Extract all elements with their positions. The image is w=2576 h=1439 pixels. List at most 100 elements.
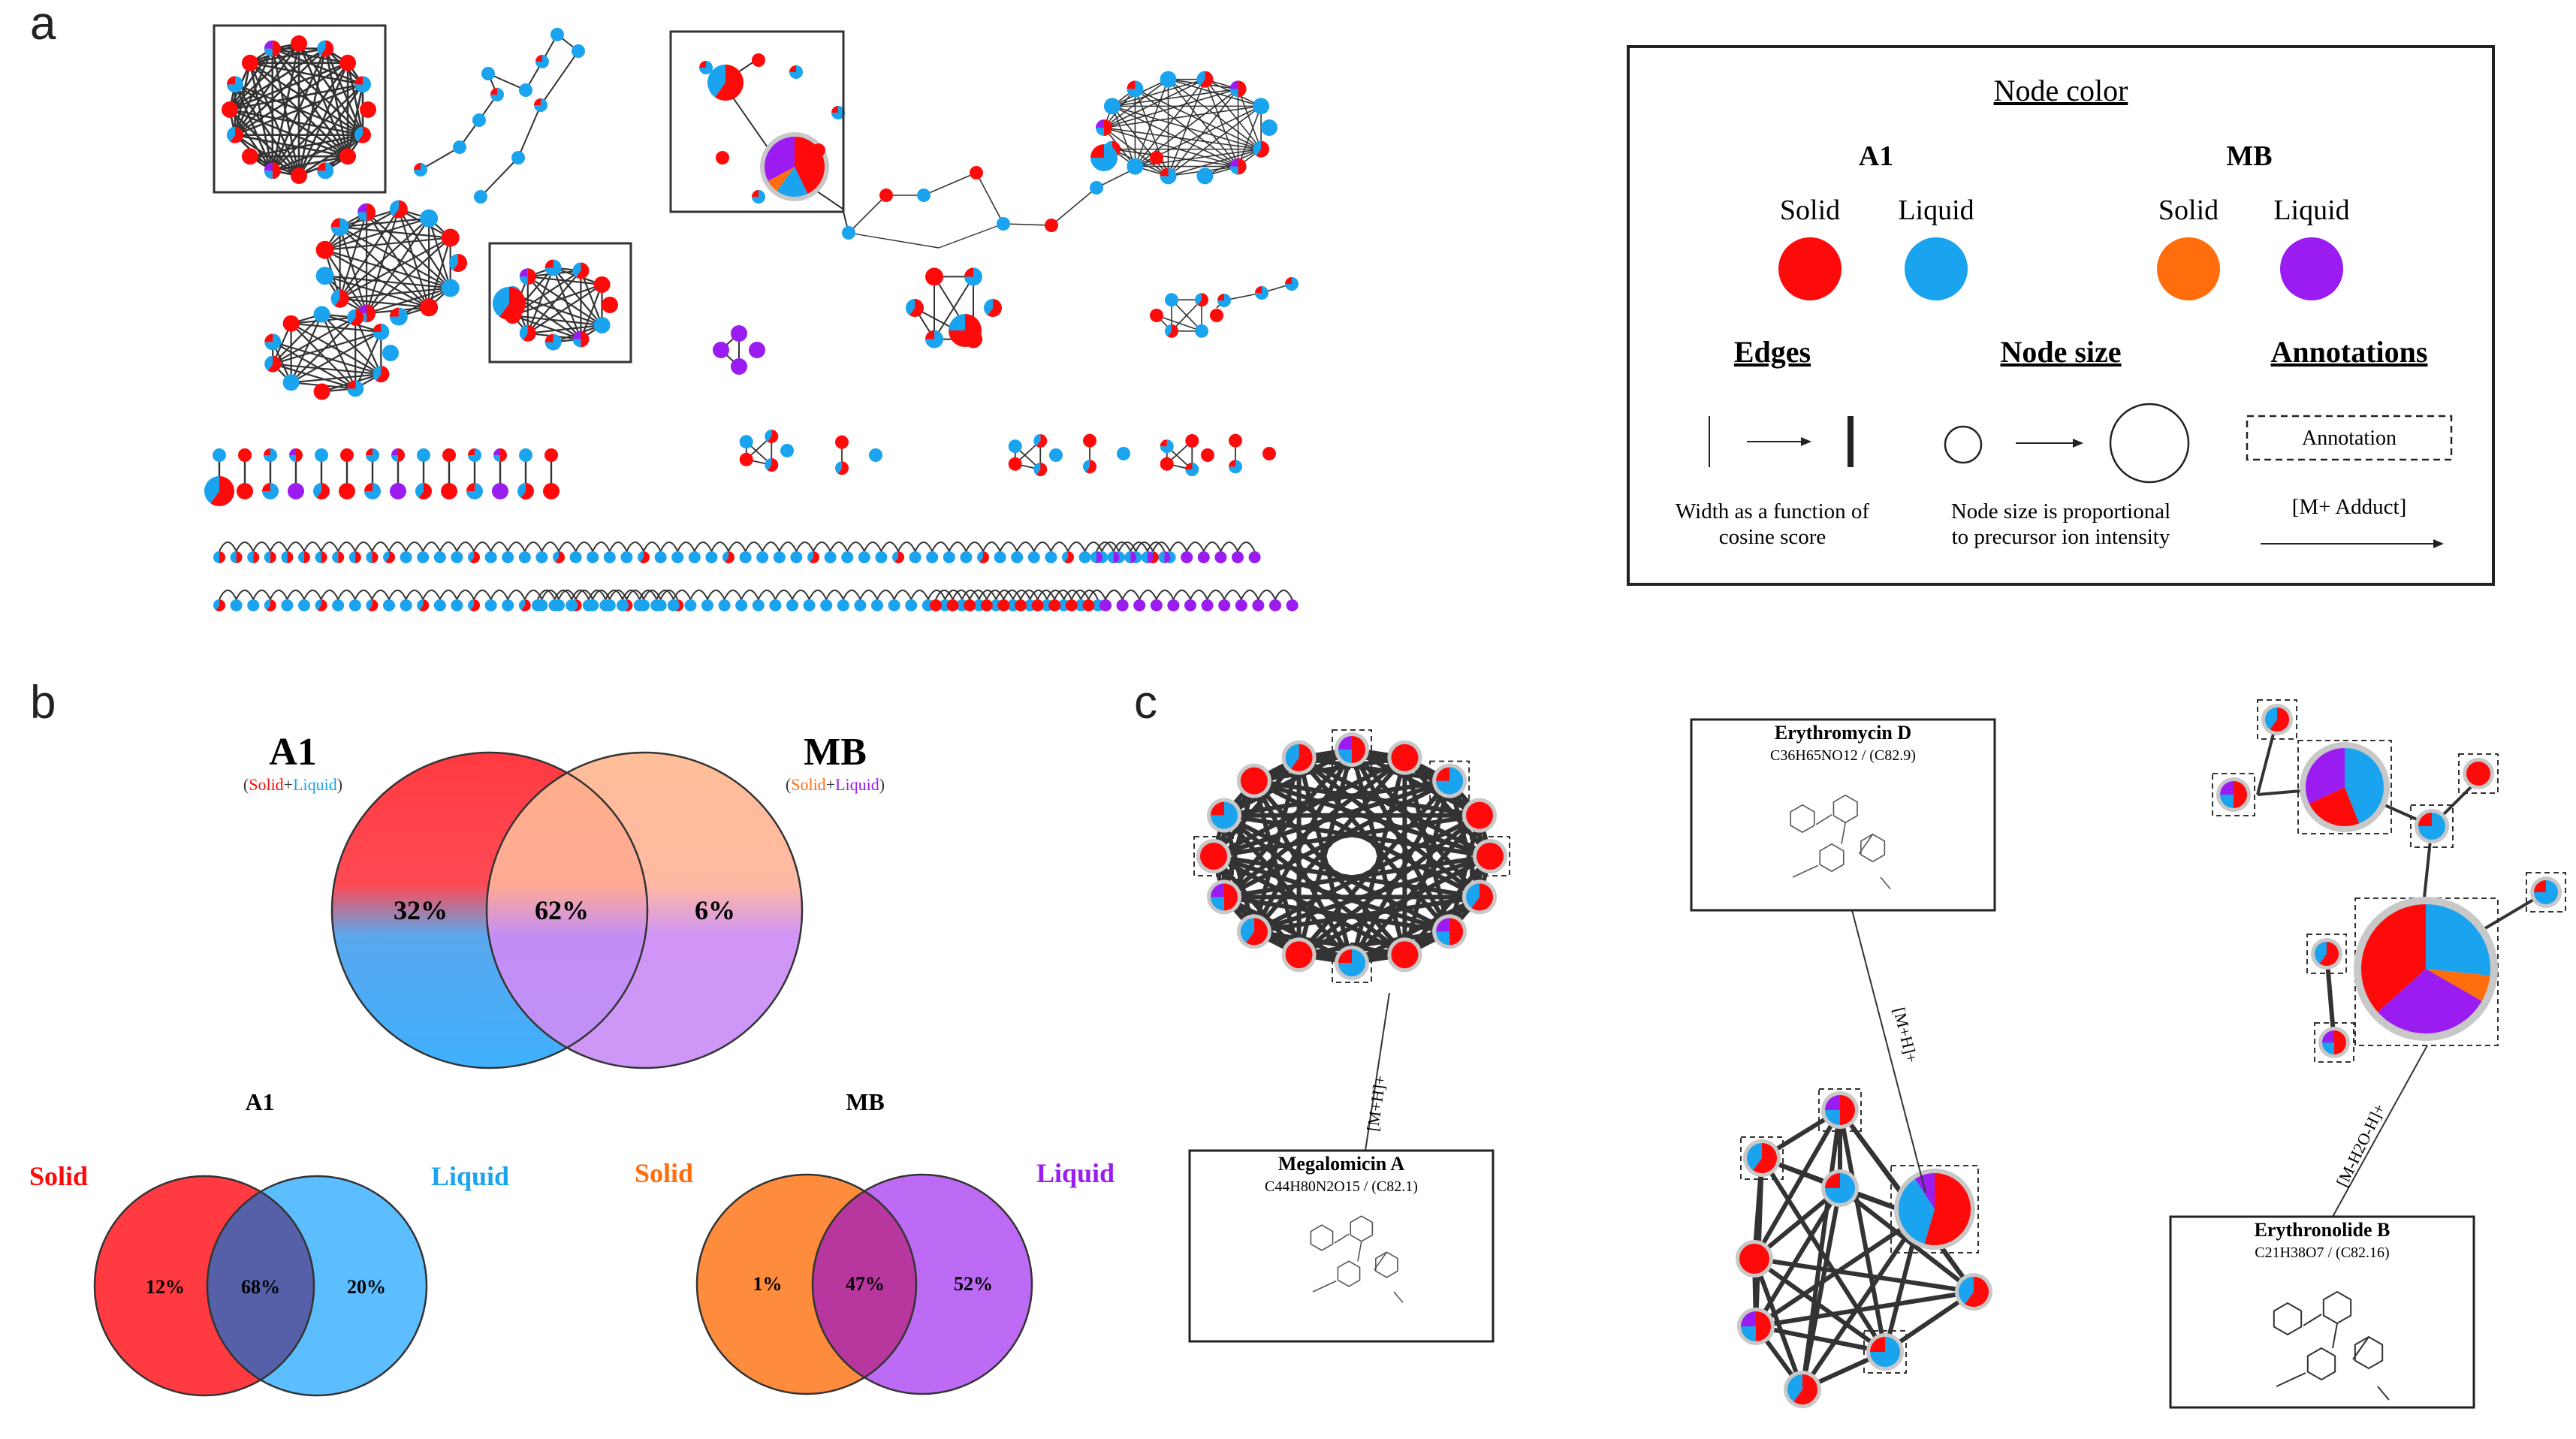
network-edge xyxy=(297,48,327,176)
cluster-node xyxy=(2300,742,2390,832)
venn-mb-liquid-label: Liquid xyxy=(1036,1158,1115,1188)
network-edge xyxy=(527,276,602,286)
cluster-node xyxy=(1387,937,1422,973)
network-node xyxy=(1210,309,1223,322)
network-node xyxy=(1011,551,1024,563)
network-node xyxy=(241,54,258,71)
network-node xyxy=(241,148,258,165)
network-node xyxy=(1083,460,1097,474)
network-node xyxy=(317,40,334,57)
network-node xyxy=(716,151,729,164)
network-edge xyxy=(229,108,363,136)
network-edge xyxy=(1222,814,1256,933)
network-node xyxy=(364,483,381,499)
network-node xyxy=(1229,158,1247,175)
network-edge xyxy=(339,217,430,300)
cluster-node xyxy=(1784,1371,1821,1408)
network-node xyxy=(519,268,536,285)
network-edge xyxy=(1134,79,1169,167)
network-node xyxy=(1229,460,1243,474)
network-node xyxy=(373,366,390,383)
network-edge xyxy=(339,208,400,300)
network-node xyxy=(569,551,582,563)
network-node xyxy=(960,551,973,563)
network-edge xyxy=(339,297,430,309)
network-edge xyxy=(1754,1256,1974,1294)
network-node xyxy=(544,448,558,462)
network-node xyxy=(315,240,334,259)
molecular-network-overview xyxy=(204,24,1299,612)
network-node xyxy=(237,483,253,499)
network-edge xyxy=(428,237,451,308)
venn-a1-liquid-label: Liquid xyxy=(431,1161,509,1191)
network-node xyxy=(354,76,371,93)
network-node xyxy=(366,551,379,563)
network-edge xyxy=(1237,89,1262,149)
network-node xyxy=(502,599,514,611)
network-node xyxy=(451,551,463,563)
network-edge xyxy=(324,217,430,251)
network-node xyxy=(502,551,514,563)
network-node xyxy=(1253,140,1270,158)
network-edge xyxy=(420,146,460,170)
network-edge xyxy=(1103,105,1262,128)
network-node xyxy=(282,315,300,332)
cluster-node xyxy=(1196,839,1231,873)
network-edge xyxy=(552,267,603,326)
network-node xyxy=(519,83,532,97)
network-node xyxy=(752,190,765,204)
network-edge xyxy=(346,84,364,157)
network-edge xyxy=(249,47,326,65)
network-edge xyxy=(517,104,541,158)
network-node xyxy=(442,448,456,462)
legend-mb-liquid-label: Liquid xyxy=(2273,195,2349,226)
network-node xyxy=(348,551,361,563)
network-node xyxy=(414,163,427,176)
network-node xyxy=(807,551,819,563)
network-node xyxy=(238,448,252,462)
network-edge xyxy=(366,212,430,308)
network-node xyxy=(281,551,294,563)
network-node xyxy=(1286,599,1299,611)
cluster-node xyxy=(2463,758,2494,789)
network-node xyxy=(227,76,244,93)
cluster-node xyxy=(1432,914,1467,949)
cluster-node xyxy=(2261,704,2293,735)
network-node xyxy=(617,599,629,611)
erythronolide-formula: C21H38O7 / (C82.16) xyxy=(2255,1244,2389,1261)
network-node xyxy=(980,599,993,611)
network-node xyxy=(905,599,918,611)
network-node xyxy=(534,98,547,112)
network-edge xyxy=(271,47,349,157)
network-edge xyxy=(1760,1157,1887,1353)
network-edge xyxy=(298,134,363,177)
network-edge xyxy=(271,48,300,176)
network-edge xyxy=(272,47,348,65)
network-edge xyxy=(324,275,430,309)
network-node xyxy=(360,101,376,118)
network-node xyxy=(1201,599,1214,611)
network-node xyxy=(264,40,281,57)
network-edge xyxy=(1752,1109,1842,1260)
network-node xyxy=(298,551,310,563)
network-nodes xyxy=(204,28,1299,506)
cluster-node xyxy=(1821,1169,1859,1207)
annotated-node-box xyxy=(1470,836,1510,876)
network-edge xyxy=(229,83,363,111)
network-node xyxy=(230,551,243,563)
network-node xyxy=(834,461,849,475)
cluster-node xyxy=(1473,839,1507,873)
cluster-node xyxy=(1207,798,1242,833)
network-node xyxy=(1150,309,1163,322)
network-edge xyxy=(1168,105,1262,176)
network-node xyxy=(315,448,328,462)
network-node xyxy=(317,162,334,179)
network-node xyxy=(1218,599,1231,611)
network-node xyxy=(780,444,794,457)
network-edge xyxy=(934,276,974,340)
cluster-node xyxy=(2415,809,2449,843)
network-edge xyxy=(1838,1186,1975,1294)
network-node xyxy=(593,317,611,334)
network-node xyxy=(925,267,943,286)
